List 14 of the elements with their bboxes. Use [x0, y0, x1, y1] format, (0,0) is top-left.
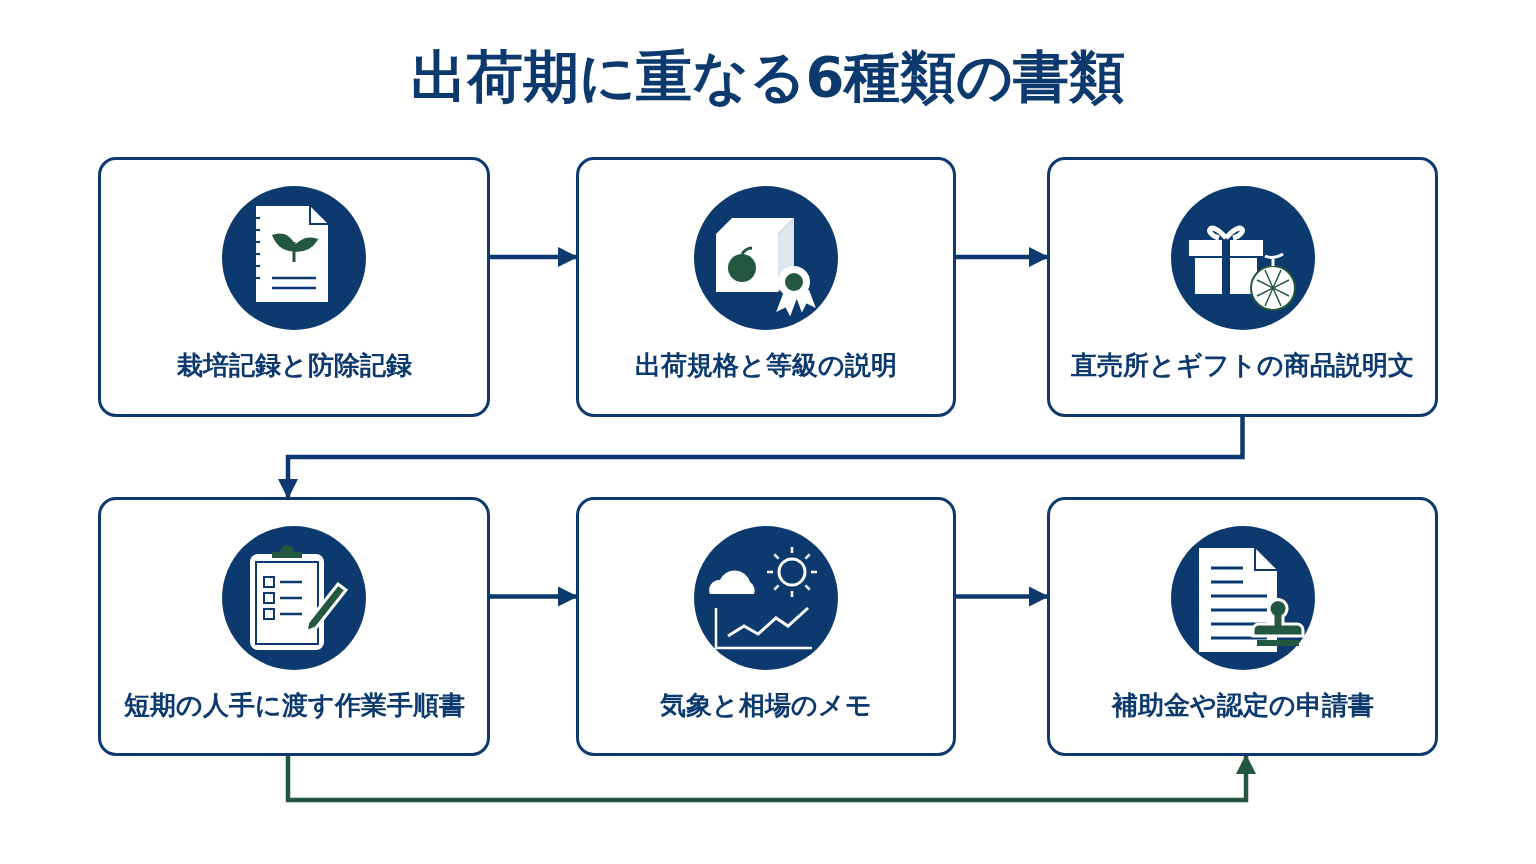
card-title: 栽培記録と防除記録	[175, 349, 413, 382]
document-card	[576, 157, 956, 417]
card-title: 出荷規格と等級の説明	[634, 349, 898, 382]
card-title: 補助金や認定の申請書	[1110, 689, 1375, 722]
document-card	[1047, 497, 1438, 756]
document-card	[98, 157, 490, 417]
document-card	[576, 497, 956, 756]
card-title: 短期の人手に渡す作業手順書	[122, 689, 466, 722]
title: 出荷期に重なる6種類の書類	[409, 43, 1127, 111]
card-title: 直売所とギフトの商品説明文	[1070, 349, 1415, 382]
document-card	[1047, 157, 1438, 417]
arrow	[285, 754, 1257, 803]
card-title: 気象と相場のメモ	[659, 689, 873, 722]
document-card	[98, 497, 490, 756]
